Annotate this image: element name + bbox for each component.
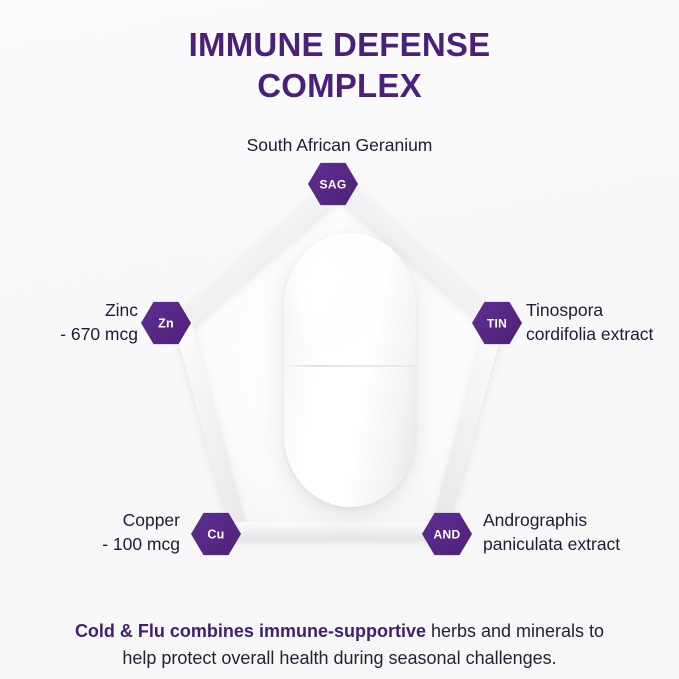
node-badge-zn-abbr: Zn	[158, 316, 174, 330]
capsule-pill-image	[284, 233, 416, 507]
node-badge-sag[interactable]: SAG	[308, 162, 358, 207]
node-label-and: Andrographis paniculata extract	[483, 510, 621, 554]
node-badge-and-abbr: AND	[433, 527, 461, 541]
node-label-sag: South African Geranium	[246, 135, 433, 155]
hexagon-icon	[191, 512, 241, 556]
node-badge-cu-abbr: Cu	[207, 527, 225, 541]
caption-line-2: help protect overall health during seaso…	[122, 648, 557, 668]
capsule-seam	[285, 365, 415, 367]
node-badge-tin[interactable]: TIN	[472, 301, 522, 346]
node-label-tin: Tinospora cordifolia extract	[526, 300, 654, 344]
hexagon-icon	[422, 512, 472, 556]
footer-caption: Cold & Flu combines immune-supportive he…	[34, 618, 645, 672]
caption-rest-line-1: herbs and minerals to	[425, 621, 605, 641]
node-badge-zn[interactable]: Zn	[141, 301, 191, 346]
page-title-line-1: IMMUNE DEFENSE	[188, 26, 491, 63]
page-title-line-2: COMPLEX	[257, 67, 422, 104]
node-badge-tin-abbr: TIN	[486, 316, 508, 330]
ingredient-pentagon-diagram: SAG Zn TIN Cu AND South African Geranium…	[60, 135, 654, 557]
capsule-highlight	[300, 251, 344, 371]
caption-bold-text: Cold & Flu combines immune-supportive	[74, 621, 426, 641]
node-badge-cu[interactable]: Cu	[191, 512, 241, 557]
node-label-cu: Copper - 100 mcg	[102, 510, 180, 554]
node-badge-sag-abbr: SAG	[319, 177, 347, 191]
hexagon-icon	[308, 162, 358, 206]
node-label-zn: Zinc - 670 mcg	[60, 300, 138, 344]
node-badge-and[interactable]: AND	[422, 512, 472, 557]
page-title: IMMUNE DEFENSE COMPLEX	[0, 24, 679, 106]
